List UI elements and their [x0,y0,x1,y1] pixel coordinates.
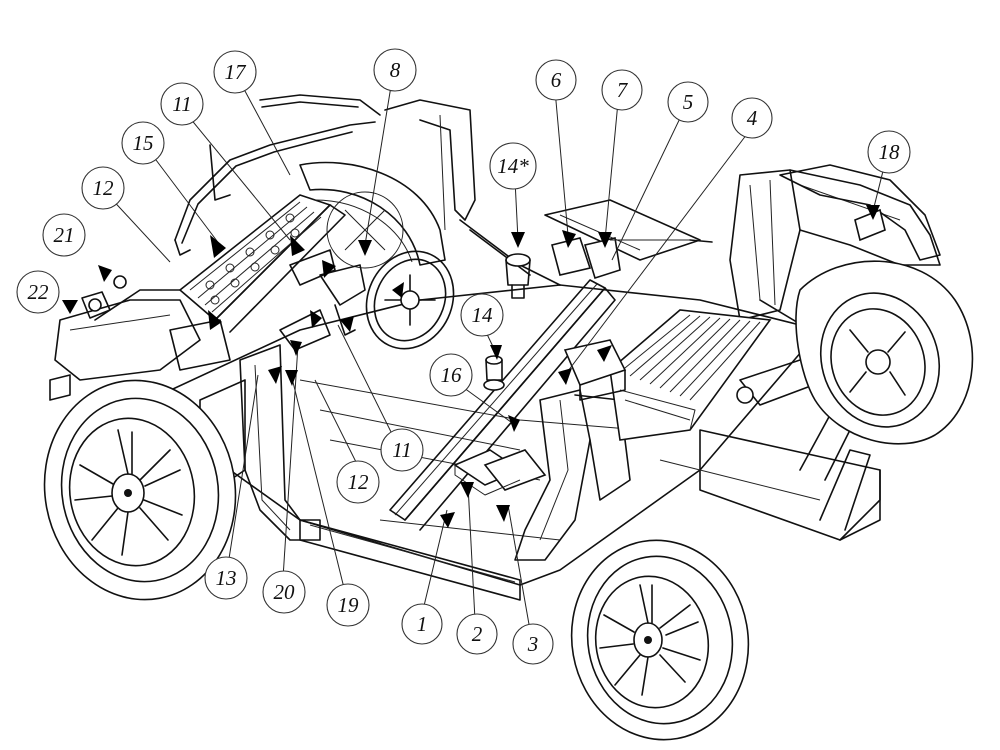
callout-4: 4 [731,97,773,139]
callout-11-upper: 11 [160,82,204,126]
callouts: 17 11 15 12 21 22 8 14* [16,48,911,665]
callout-12-upper: 12 [81,166,125,210]
callout-2: 2 [456,613,498,655]
center-tunnel [389,279,616,531]
callout-22-label: 22 [28,280,50,304]
callout-14-star: 14* [489,142,537,190]
callout-17-label: 17 [225,60,248,84]
callout-3: 3 [512,623,554,665]
callout-21-label: 21 [54,223,75,247]
callout-21: 21 [42,213,86,257]
callout-12-lower: 12 [336,460,380,504]
leader-lines [107,77,886,631]
callout-4-label: 4 [747,106,758,130]
callout-20: 20 [262,570,306,614]
battery-pack [609,309,772,441]
callout-12-lower-label: 12 [348,470,370,494]
callout-18-label: 18 [879,140,901,164]
front-wheel-arch [299,161,446,269]
callout-2-label: 2 [472,622,483,646]
arrow-heads [62,205,880,528]
wheel-front-left [43,379,237,601]
callout-6: 6 [535,59,577,101]
front-connectors [81,275,127,319]
switch-units [483,253,531,391]
callout-5: 5 [667,81,709,123]
callout-1-label: 1 [417,612,428,636]
callout-11-lower: 11 [380,428,424,472]
callout-11-lower-label: 11 [392,438,411,462]
pedal-assembly [169,249,366,371]
callout-13-label: 13 [216,566,237,590]
callout-16-label: 16 [441,363,463,387]
callout-12-upper-label: 12 [93,176,115,200]
right-pillar [514,389,631,561]
callout-19-label: 19 [338,593,360,617]
callout-20-label: 20 [274,580,296,604]
callout-8-label: 8 [390,58,401,82]
callout-7-label: 7 [617,78,629,102]
callout-6-label: 6 [551,68,562,92]
rear-control-boxes [544,199,713,280]
callout-14-star-label: 14* [497,154,529,178]
wheel-front-right [570,539,750,741]
callout-14-label: 14 [472,303,494,327]
callout-16: 16 [429,353,473,397]
callout-17: 17 [213,50,257,94]
front-battery-tray [178,194,346,333]
callout-8: 8 [373,48,417,92]
center-console-boxes [453,449,547,496]
callout-11-upper-label: 11 [172,92,191,116]
callout-5-label: 5 [683,90,694,114]
callout-22: 22 [16,270,60,314]
callout-14: 14 [460,293,504,337]
callout-15: 15 [121,121,165,165]
callout-18: 18 [867,130,911,174]
callout-1: 1 [401,603,443,645]
callout-15-label: 15 [133,131,154,155]
steering-wheel [365,250,455,350]
callout-13: 13 [204,556,248,600]
callout-19: 19 [326,583,370,627]
rear-fender [779,164,941,261]
callout-7: 7 [601,69,643,111]
callout-3-label: 3 [527,632,539,656]
center-unit [563,339,627,401]
wheel-rear-right [795,260,974,445]
